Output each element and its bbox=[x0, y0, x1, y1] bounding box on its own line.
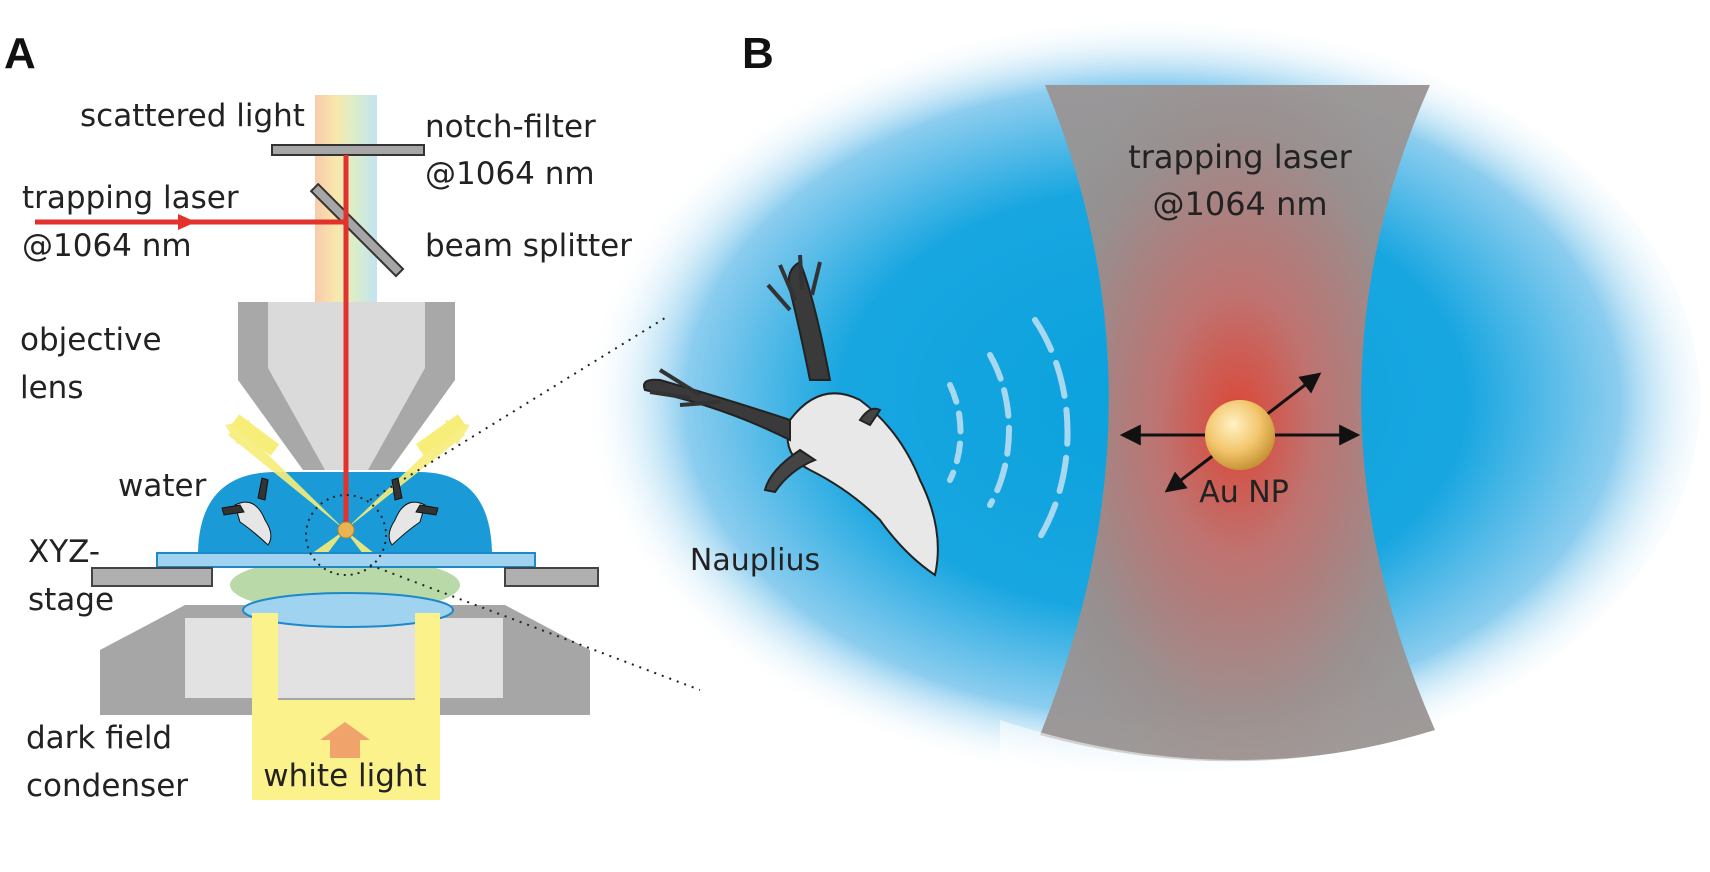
zoom-line-bottom bbox=[369, 564, 701, 691]
xyz-stage-right bbox=[504, 567, 599, 587]
notch-filter-wavelength: @1064 nm bbox=[425, 156, 595, 192]
condenser-label: dark field bbox=[26, 720, 172, 756]
panel-label-a: A bbox=[4, 29, 36, 78]
laser-arrow-icon bbox=[178, 214, 196, 230]
stage-label: XYZ- bbox=[28, 534, 100, 570]
notch-filter bbox=[271, 144, 425, 156]
panel-a: scattered light notch-filter @1064 nm tr… bbox=[20, 95, 701, 804]
objective-label: objective bbox=[20, 322, 162, 358]
white-light-label: white light bbox=[263, 758, 426, 794]
notch-filter-label: notch-filter bbox=[425, 109, 596, 145]
panel-label-b: B bbox=[742, 29, 774, 78]
water-label: water bbox=[118, 468, 207, 504]
trapping-laser-label: trapping laser bbox=[22, 180, 239, 216]
beam-splitter-label: beam splitter bbox=[425, 228, 632, 264]
au-np-label: Au NP bbox=[1199, 475, 1289, 510]
nauplius-label: Nauplius bbox=[690, 543, 820, 578]
zoom-line-top bbox=[369, 317, 666, 501]
condenser-label-2: condenser bbox=[26, 768, 188, 804]
objective-label-2: lens bbox=[20, 370, 83, 406]
beam-splitter bbox=[309, 182, 405, 278]
beam-fade-bottom bbox=[1000, 720, 1470, 872]
au-np bbox=[1119, 372, 1361, 493]
trapping-laser-wavelength: @1064 nm bbox=[22, 228, 192, 264]
condenser-lens bbox=[242, 592, 454, 628]
white-light-arrow-icon bbox=[320, 722, 370, 758]
b-trapping-laser-wavelength: @1064 nm bbox=[1152, 185, 1327, 223]
stage-label-2: stage bbox=[28, 582, 114, 618]
focus-region bbox=[305, 494, 387, 576]
b-trapping-laser-label: trapping laser bbox=[1128, 138, 1352, 176]
trapped-particle bbox=[337, 521, 355, 539]
xyz-stage-left bbox=[91, 567, 213, 587]
sound-waves bbox=[947, 317, 1071, 548]
panel-b: trapping laser @1064 nm Au NP Nauplius bbox=[560, 15, 1700, 872]
nauplius-small-icon bbox=[221, 477, 439, 546]
sample-slide bbox=[156, 552, 536, 568]
nanoparticle bbox=[1205, 400, 1275, 470]
scattered-light-label: scattered light bbox=[80, 98, 305, 134]
nauplius-icon bbox=[643, 254, 939, 577]
